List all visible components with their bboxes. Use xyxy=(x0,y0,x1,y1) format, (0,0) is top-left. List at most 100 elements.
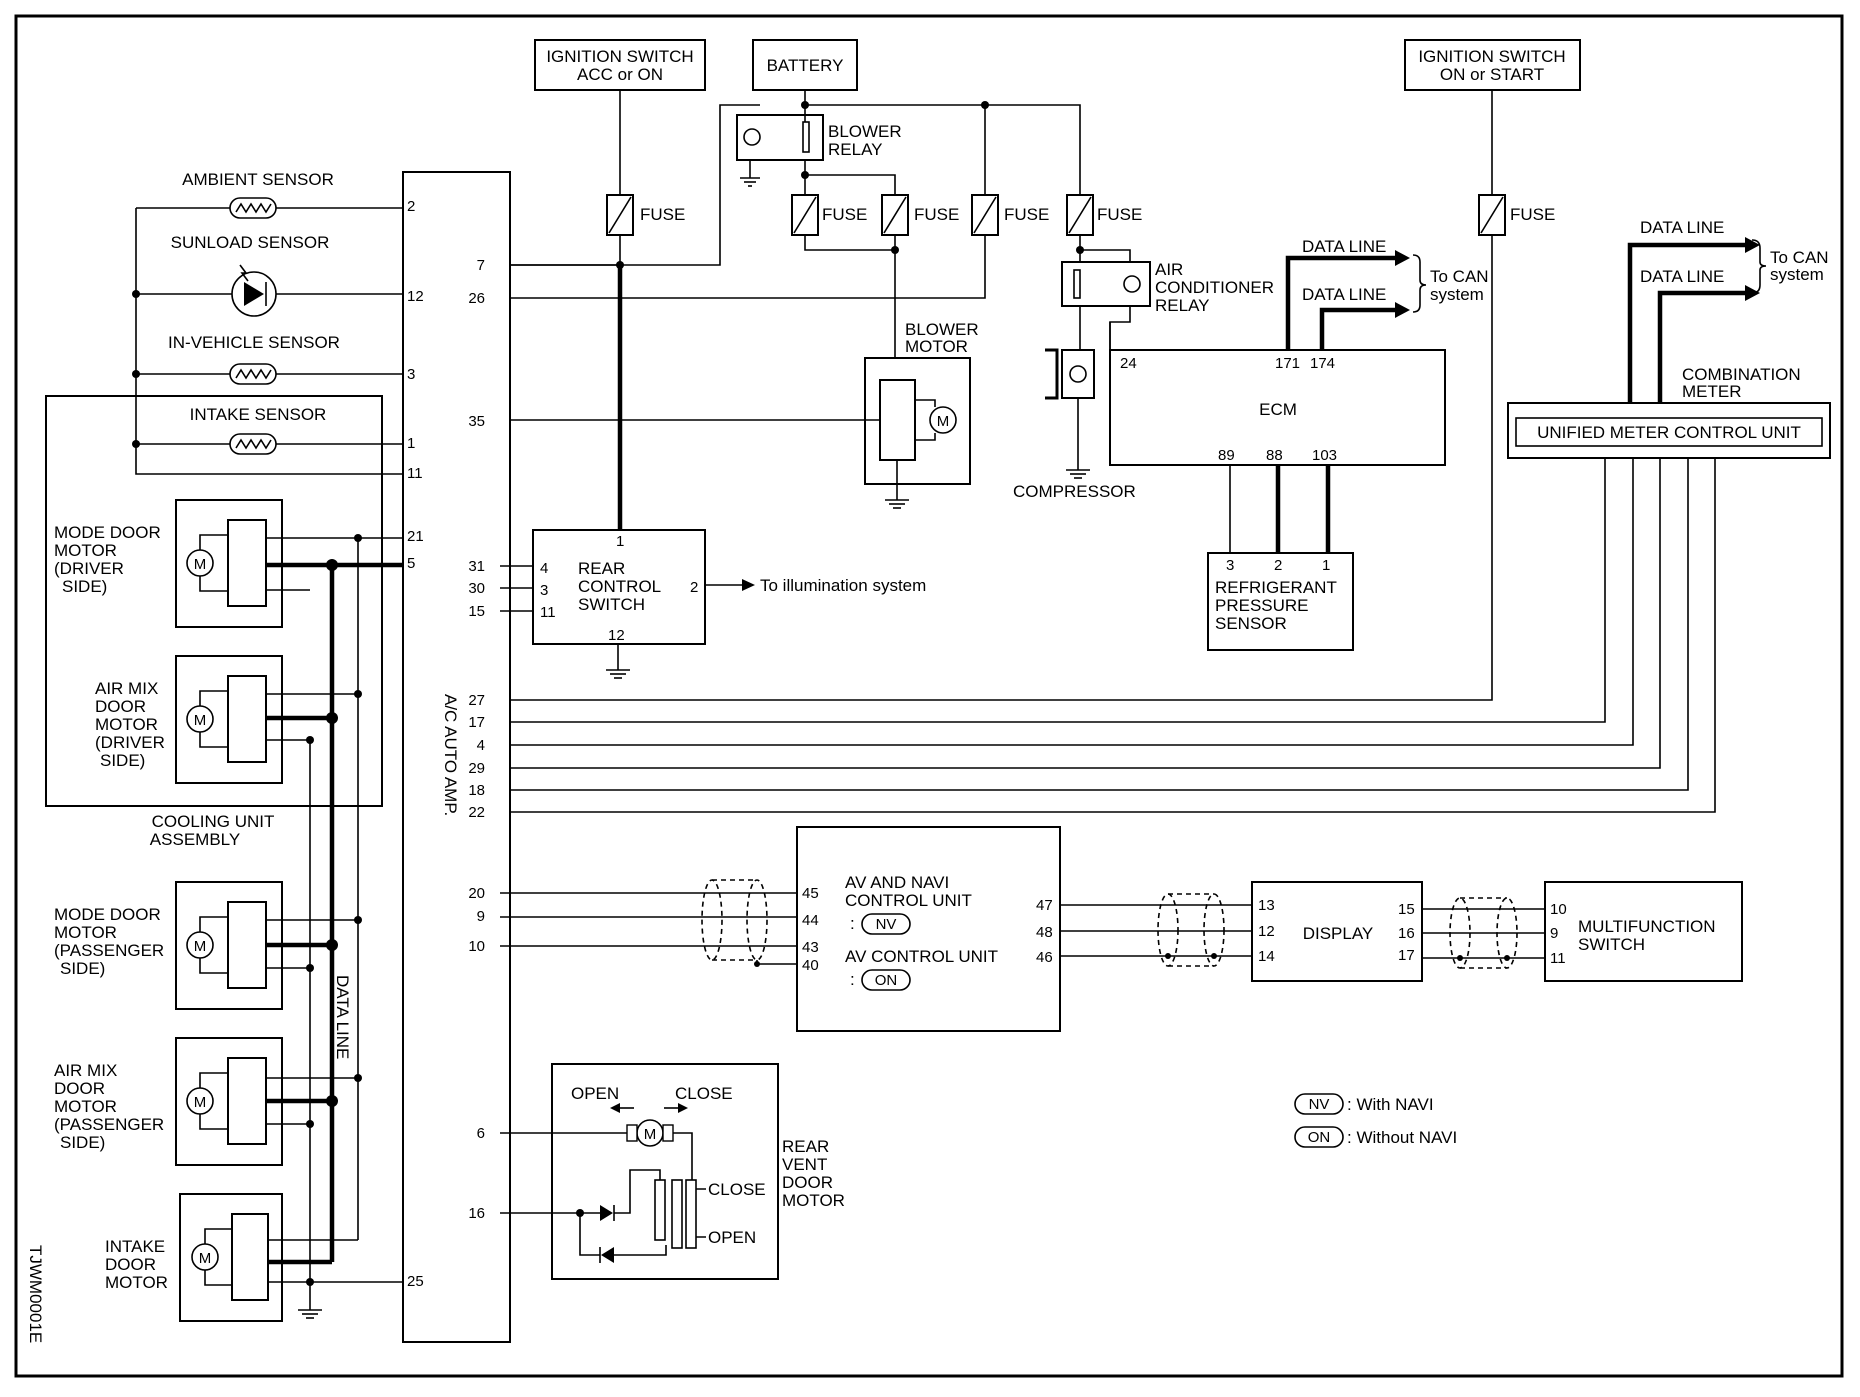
cooling-unit-box xyxy=(45,395,383,807)
av-pin-43: 43 xyxy=(802,939,819,956)
av-navi-label: AV AND NAVI xyxy=(845,873,949,892)
ecm-pin-88: 88 xyxy=(1266,447,1283,464)
rvd-m-icon: M xyxy=(644,1126,657,1143)
airmix-driver-label-4: (DRIVER xyxy=(95,733,165,752)
shield-1 xyxy=(701,879,768,961)
on-tag-text: ON xyxy=(875,972,898,989)
ecm-pin-89: 89 xyxy=(1218,447,1235,464)
rcs-pin-1: 1 xyxy=(616,533,624,550)
amp-pin-9: 9 xyxy=(477,908,485,925)
mode-pass-label-2: MOTOR xyxy=(54,923,117,942)
shield-3 xyxy=(1449,897,1518,969)
rcs-pin-3: 3 xyxy=(540,582,548,599)
ign-on-sub: ON or START xyxy=(1440,65,1544,84)
av-pin-40: 40 xyxy=(802,957,819,974)
blower-motor-label: BLOWER xyxy=(905,320,979,339)
legend-on-text: ON xyxy=(1308,1129,1331,1146)
legend-on-desc: : Without NAVI xyxy=(1347,1128,1457,1147)
rcs-label-3: SWITCH xyxy=(578,595,645,614)
airmix-driver-label: AIR MIX xyxy=(95,679,158,698)
amp-pin-22: 22 xyxy=(468,804,485,821)
amp-pin-26: 26 xyxy=(468,290,485,307)
amp-pin-20: 20 xyxy=(468,885,485,902)
comb-meter-label-2: METER xyxy=(1682,382,1742,401)
mode-driver-label-4: SIDE) xyxy=(62,577,107,596)
intake-door-label-3: MOTOR xyxy=(105,1273,168,1292)
fuse-label-4: FUSE xyxy=(1004,205,1049,224)
fuse-label-5: FUSE xyxy=(1097,205,1142,224)
data-line-vertical-label: DATA LINE xyxy=(333,975,352,1059)
intake-door-label-2: DOOR xyxy=(105,1255,156,1274)
data-line-label-4: DATA LINE xyxy=(1640,267,1724,286)
airmix-pass-label-3: MOTOR xyxy=(54,1097,117,1116)
mode-pass-label-4: SIDE) xyxy=(60,959,105,978)
airmix-driver-label-3: MOTOR xyxy=(95,715,158,734)
amp-pin-4: 4 xyxy=(477,737,485,754)
ecm-pin-171: 171 xyxy=(1275,355,1300,372)
mode-driver-m-icon: M xyxy=(194,556,207,573)
rcs-pin-4: 4 xyxy=(540,560,548,577)
compressor-label: COMPRESSOR xyxy=(1013,482,1136,501)
mode-driver-label-3: (DRIVER xyxy=(54,559,124,578)
blower-relay-label-2: RELAY xyxy=(828,140,883,159)
av-control-label: AV CONTROL UNIT xyxy=(845,947,998,966)
ref-label: REFRIGERANT xyxy=(1215,578,1337,597)
cooling-unit-label: COOLING UNIT xyxy=(152,812,275,831)
cooling-unit-label-2: ASSEMBLY xyxy=(150,830,240,849)
amp-pin-17: 17 xyxy=(468,714,485,731)
rear-control-switch xyxy=(532,529,706,645)
rcs-pin-11: 11 xyxy=(540,604,556,621)
rcs-label: REAR xyxy=(578,559,625,578)
fuse-label-2: FUSE xyxy=(822,205,867,224)
mfs-pin-9: 9 xyxy=(1550,925,1558,942)
ac-relay-label: AIR xyxy=(1155,260,1183,279)
disp-pin-14: 14 xyxy=(1258,948,1275,965)
refrigerant-sensor xyxy=(1207,552,1354,651)
comb-meter-label: COMBINATION xyxy=(1682,365,1801,384)
ecm-pin-103: 103 xyxy=(1312,447,1337,464)
amp-pin-11: 11 xyxy=(407,465,423,482)
amp-pin-35: 35 xyxy=(468,413,485,430)
amp-pin-3: 3 xyxy=(407,366,415,383)
blower-motor-label-2: MOTOR xyxy=(905,337,968,356)
av-pin-46: 46 xyxy=(1036,949,1053,966)
ref-label-2: PRESSURE xyxy=(1215,596,1309,615)
ecm-pin-174: 174 xyxy=(1310,355,1335,372)
legend-on-tag xyxy=(1294,1126,1344,1148)
disp-pin-13: 13 xyxy=(1258,897,1275,914)
frame xyxy=(14,14,1844,1378)
amp-pin-18: 18 xyxy=(468,782,485,799)
shield-2 xyxy=(1157,893,1225,967)
rvd-close-top: CLOSE xyxy=(675,1084,733,1103)
in-vehicle-sensor-label: IN-VEHICLE SENSOR xyxy=(168,333,340,352)
amp-pin-15: 15 xyxy=(468,603,485,620)
rvd-label: REAR xyxy=(782,1137,829,1156)
intake-door-label: INTAKE xyxy=(105,1237,165,1256)
legend-nv-text: NV xyxy=(1309,1096,1330,1113)
ecm-pin-24: 24 xyxy=(1120,355,1137,372)
amp-pin-21: 21 xyxy=(407,528,424,545)
intake-door-m-icon: M xyxy=(199,1250,212,1267)
av-colon-2: : xyxy=(850,970,855,989)
ignition-on-box xyxy=(1404,39,1581,91)
data-line-label-1: DATA LINE xyxy=(1302,237,1386,256)
illumination-label: To illumination system xyxy=(760,576,926,595)
to-can-sub-2: system xyxy=(1770,265,1824,284)
fuse-label-3: FUSE xyxy=(914,205,959,224)
to-can-sub-1: system xyxy=(1430,285,1484,304)
amp-pin-2: 2 xyxy=(407,198,415,215)
nv-tag xyxy=(861,913,911,935)
rcs-pin-2: 2 xyxy=(690,579,698,596)
av-pin-47: 47 xyxy=(1036,897,1053,914)
legend-nv-tag xyxy=(1294,1093,1344,1115)
to-can-label-2: To CAN xyxy=(1770,248,1829,267)
rcs-pin-12: 12 xyxy=(608,627,625,644)
rvd-close-label: CLOSE xyxy=(708,1180,766,1199)
rvd-open-top: OPEN xyxy=(571,1084,619,1103)
ign-acc-label: IGNITION SWITCH xyxy=(546,47,693,66)
av-pin-44: 44 xyxy=(802,912,819,929)
amp-pin-6: 6 xyxy=(477,1125,485,1142)
ecm-label: ECM xyxy=(1259,400,1297,419)
disp-pin-16: 16 xyxy=(1398,925,1415,942)
